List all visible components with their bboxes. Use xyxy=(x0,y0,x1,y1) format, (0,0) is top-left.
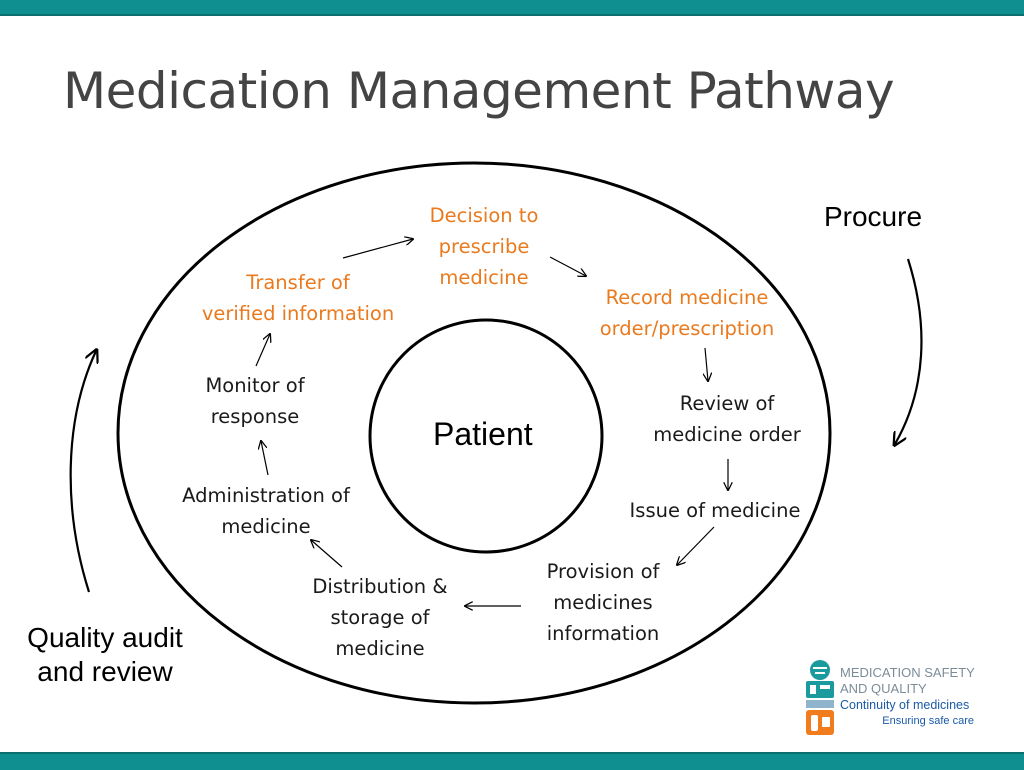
step-distribution-storage: Distribution & storage of medicine xyxy=(312,575,448,660)
logo-text: MEDICATION SAFETY AND QUALITY Continuity… xyxy=(840,665,975,729)
arrow-monitor-to-transfer xyxy=(255,334,270,367)
logo-line-1: MEDICATION SAFETY xyxy=(840,665,975,680)
bottom-accent-bar xyxy=(0,752,1024,770)
arrow-administration-to-monitor xyxy=(261,441,269,476)
outer-ellipse xyxy=(116,161,832,705)
page-title: Medication Management Pathway xyxy=(63,62,895,120)
step-record-medicine-order: Record medicine order/prescription xyxy=(599,286,775,340)
step-review-medicine-order: Review of medicine order xyxy=(653,392,801,446)
procure-label: Procure xyxy=(823,201,923,232)
arrow-distribution-to-administration xyxy=(311,540,343,568)
procure-arrow xyxy=(895,258,923,444)
arrow-record-to-review xyxy=(705,347,708,381)
quality-audit-label: Quality audit and review xyxy=(27,622,183,687)
step-decision-to-prescribe: Decision to prescribe medicine xyxy=(429,204,539,289)
step-provision-of-information: Provision of medicines information xyxy=(546,560,660,645)
step-administration: Administration of medicine xyxy=(182,484,350,538)
logo-line-3: Continuity of medicines xyxy=(840,698,970,712)
arrow-decision-to-record xyxy=(549,256,586,276)
step-issue-of-medicine: Issue of medicine xyxy=(629,499,801,522)
arrow-transfer-to-decision xyxy=(342,239,413,259)
logo-line-2: AND QUALITY xyxy=(840,681,927,696)
step-monitor-response: Monitor of response xyxy=(205,374,305,428)
step-transfer-verified-info: Transfer of verified information xyxy=(201,271,395,325)
patient-label: Patient xyxy=(433,416,533,452)
arrow-issue-to-provision xyxy=(677,526,715,565)
quality-arrow xyxy=(69,351,96,593)
logo-emblem-icon xyxy=(806,660,834,735)
medication-safety-logo: MEDICATION SAFETY AND QUALITY Continuity… xyxy=(803,659,983,739)
top-accent-bar xyxy=(0,0,1024,16)
patient-circle xyxy=(368,318,604,554)
logo-line-4: Ensuring safe care xyxy=(882,715,974,727)
